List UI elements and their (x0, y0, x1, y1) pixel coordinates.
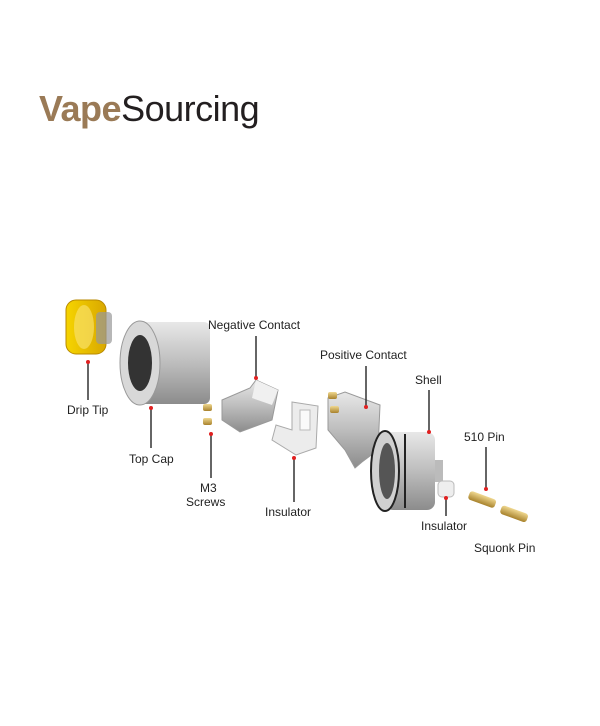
leader-dot (292, 456, 296, 460)
label-screws: Screws (186, 495, 225, 509)
label-negative-contact: Negative Contact (208, 318, 301, 332)
logo-sourcing: Sourcing (121, 88, 260, 129)
label-drip-tip: Drip Tip (67, 403, 109, 417)
510-pin-part (468, 491, 497, 508)
top-cap-part (119, 320, 210, 406)
leader-dot (149, 406, 153, 410)
vapesourcing-logo: VapeSourcing (39, 88, 260, 130)
positive-contact-part (327, 391, 381, 469)
leader-dot (86, 360, 90, 364)
label-squonk-pin: Squonk Pin (474, 541, 535, 555)
leader-dot (427, 430, 431, 434)
insulator-small-part (437, 480, 455, 498)
leader-dot (364, 405, 368, 409)
shell-part (370, 430, 443, 512)
label-m3: M3 (200, 481, 217, 495)
label-insulator: Insulator (265, 505, 311, 519)
label-top-cap: Top Cap (129, 452, 174, 466)
logo-vape: Vape (39, 88, 122, 129)
insulator-part (271, 401, 319, 456)
label-shell: Shell (415, 373, 442, 387)
leader-dot (484, 487, 488, 491)
squonk-pin-part (500, 505, 528, 523)
leader-dot (444, 496, 448, 500)
drip-tip-part (65, 299, 112, 355)
label-positive-contact: Positive Contact (320, 348, 407, 362)
m3-screws-part (203, 404, 212, 425)
label-insulator-2: Insulator (421, 519, 467, 533)
leader-dot (254, 376, 258, 380)
leader-dot (209, 432, 213, 436)
negative-contact-part (221, 379, 279, 433)
label-510-pin: 510 Pin (464, 430, 505, 444)
